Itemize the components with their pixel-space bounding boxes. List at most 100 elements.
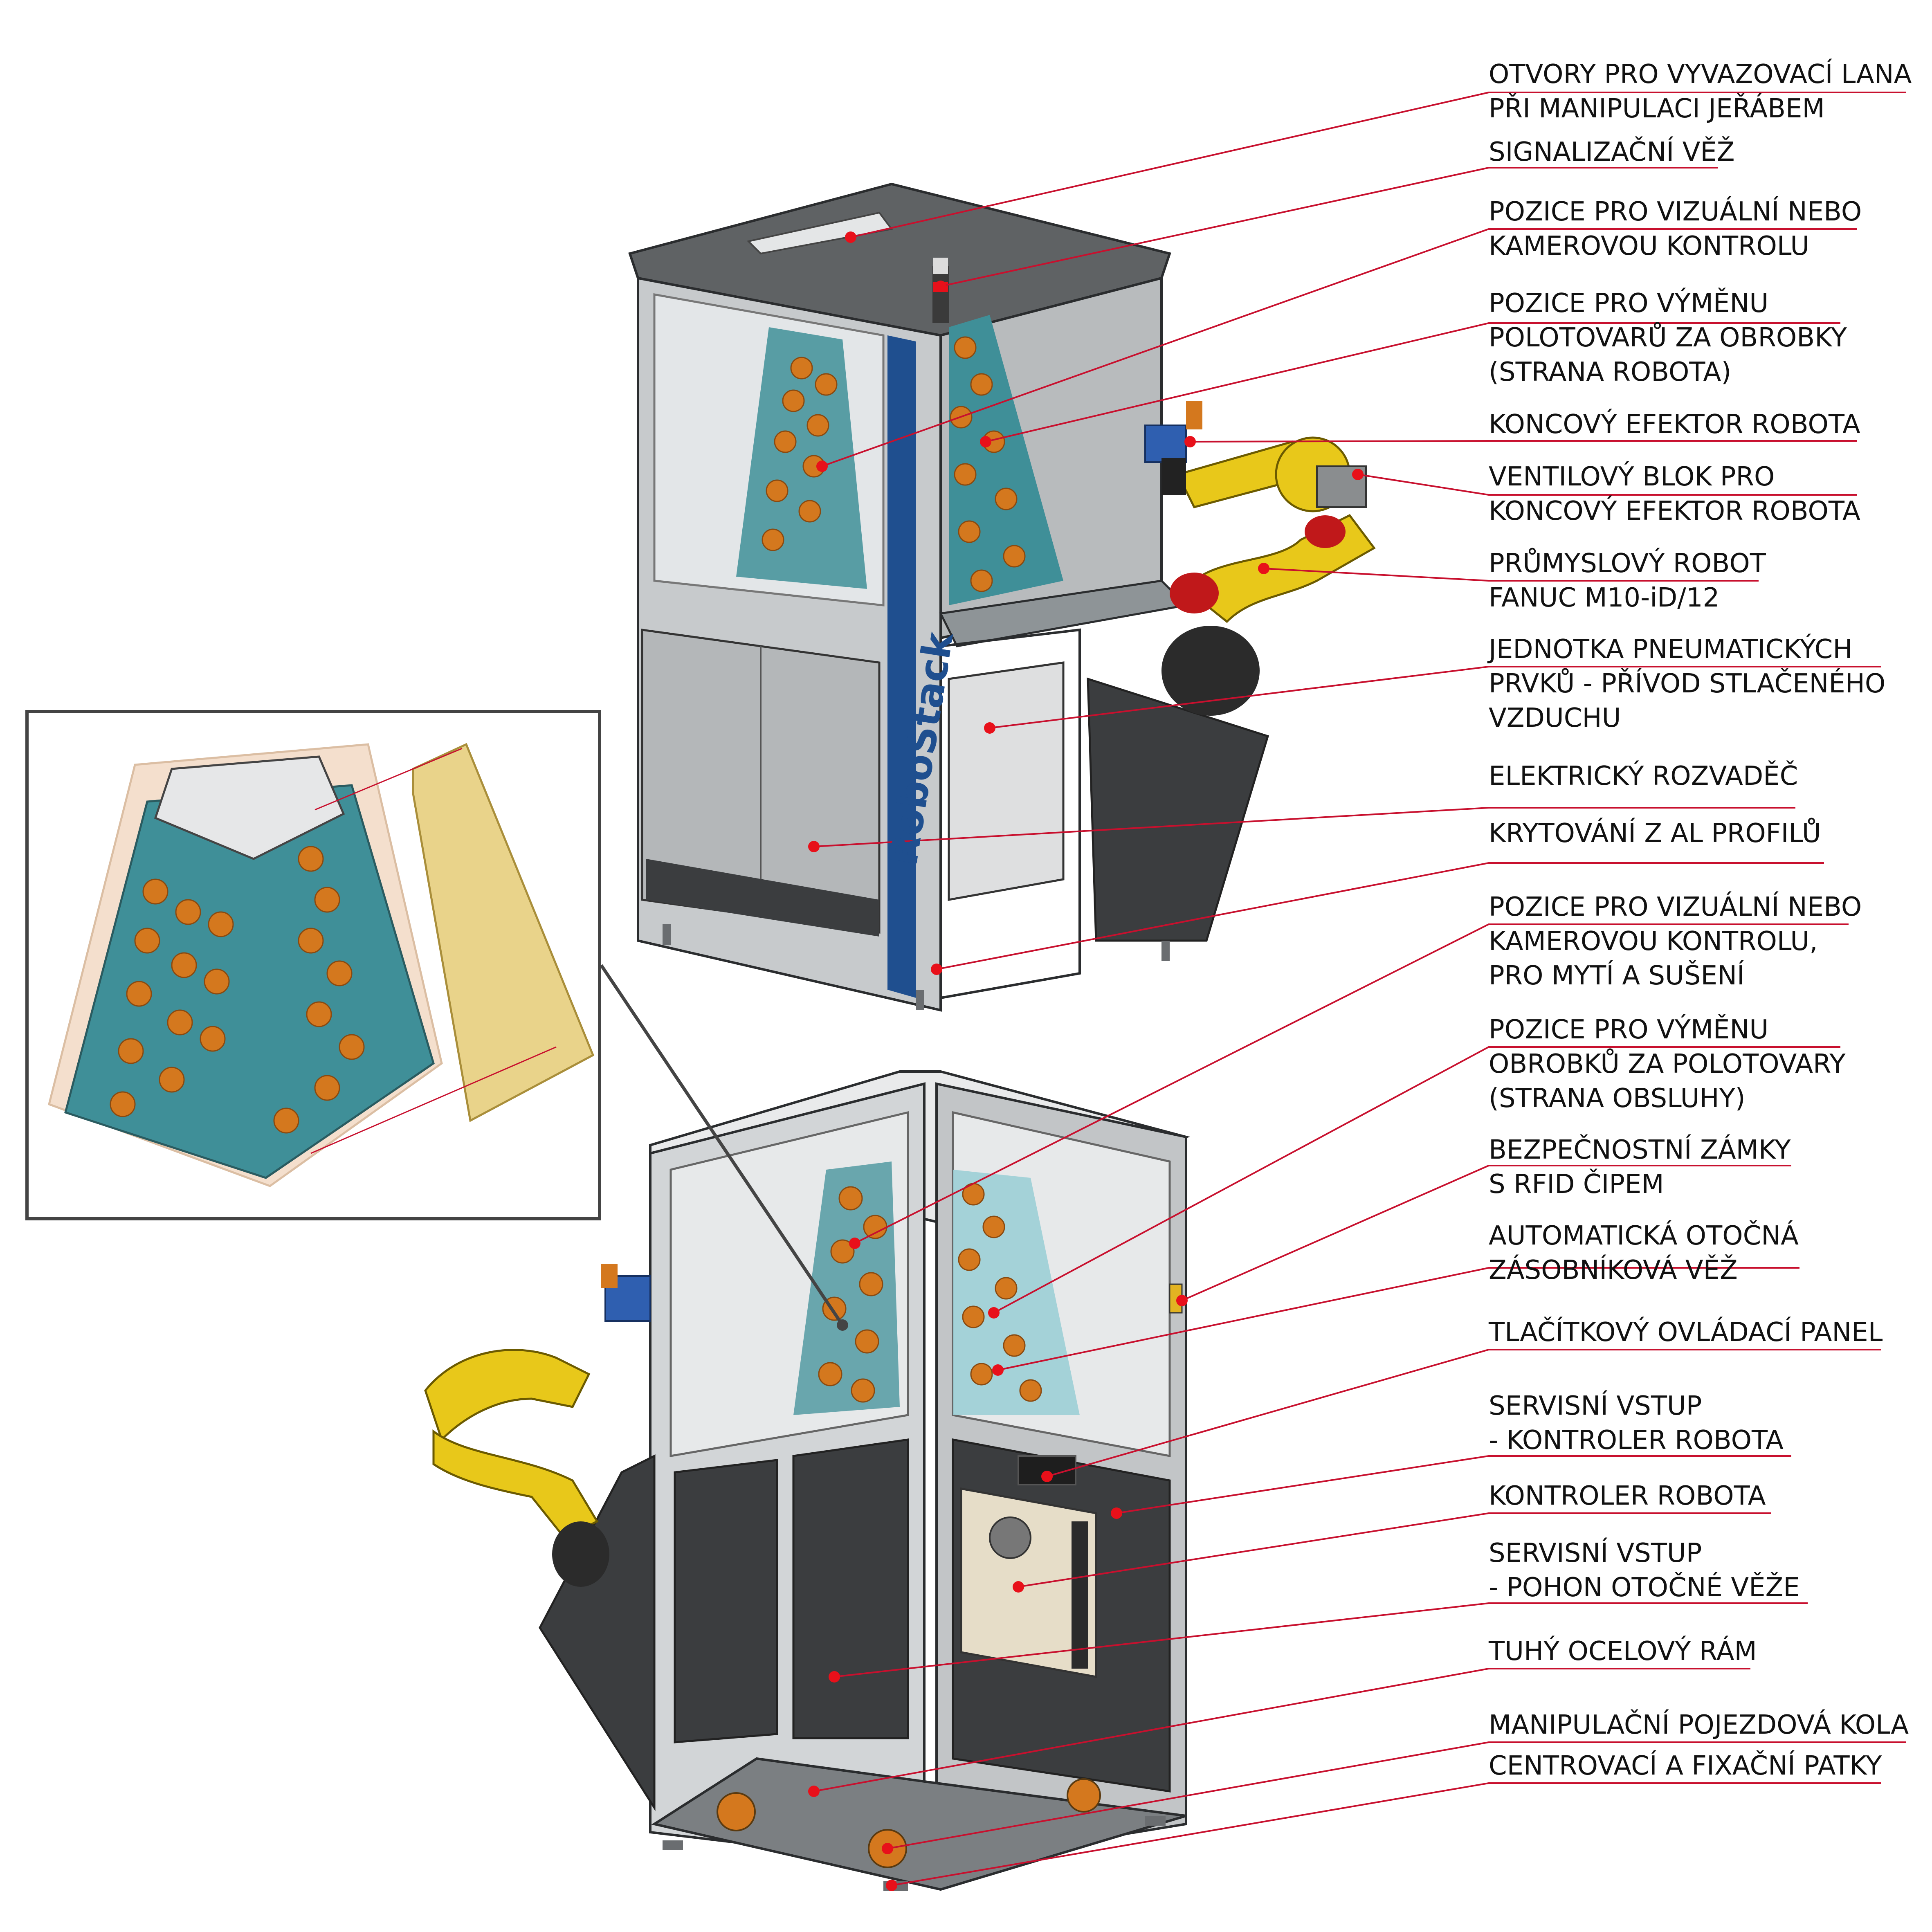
top-right-lower-frame	[939, 628, 1081, 1000]
callout-valve-block: VENTILOVÝ BLOK PRO KONCOVÝ EFEKTOR ROBOT…	[1489, 460, 1922, 528]
bottom-left-door-b	[792, 1438, 909, 1739]
robot-controller	[960, 1487, 1097, 1678]
callout-line: KONCOVÝ EFEKTOR ROBOTA	[1489, 496, 1860, 526]
callout-exchange-operator-side: POZICE PRO VÝMĚNU OBROBKŮ ZA POLOTOVARY …	[1489, 1013, 1922, 1116]
callout-line: POZICE PRO VÝMĚNU	[1489, 288, 1769, 319]
callout-line: OBROBKŮ ZA POLOTOVARY	[1489, 1049, 1846, 1079]
callout-line: PRŮMYSLOVÝ ROBOT	[1489, 548, 1766, 579]
callout-line: (STRANA ROBOTA)	[1489, 357, 1732, 387]
callout-industrial-robot: PRŮMYSLOVÝ ROBOT FANUC M10-iD/12	[1489, 546, 1922, 615]
leader-17	[1018, 1512, 1771, 1588]
top-machine	[628, 182, 1376, 1012]
rigid-steel-frame	[651, 1757, 1186, 1891]
callout-line: MANIPULAČNÍ POJEZDOVÁ KOLA	[1489, 1710, 1909, 1740]
leader-lines	[813, 92, 1906, 1886]
callout-al-profile-covering: KRYTOVÁNÍ Z AL PROFILŮ	[1489, 816, 1922, 851]
inset-tower-top	[154, 755, 345, 860]
callout-line: KONTROLER ROBOTA	[1489, 1481, 1766, 1511]
callout-line: S RFID ČIPEM	[1489, 1169, 1664, 1200]
callout-pneumatic-unit: JEDNOTKA PNEUMATICKÝCH PRVKŮ - PŘÍVOD ST…	[1489, 632, 1922, 735]
callout-line: POLOTOVARŮ ZA OBROBKY	[1489, 323, 1847, 353]
leader-16	[1116, 1455, 1791, 1514]
top-base-dark	[646, 859, 879, 937]
bottom-robot	[424, 1264, 651, 1587]
callout-vision-check: POZICE PRO VIZUÁLNÍ NEBO KAMEROVOU KONTR…	[1489, 195, 1922, 263]
leader-3	[822, 228, 1857, 467]
callout-line: TUHÝ OCELOVÝ RÁM	[1489, 1636, 1757, 1667]
callout-line: AUTOMATICKÁ OTOČNÁ	[1489, 1221, 1799, 1251]
callout-line: SIGNALIZAČNÍ VĚŽ	[1489, 137, 1735, 167]
callout-line: - KONTROLER ROBOTA	[1489, 1425, 1784, 1456]
callout-line: OTVORY PRO VYVAZOVACÍ LANA	[1489, 59, 1912, 90]
callout-line: POZICE PRO VIZUÁLNÍ NEBO	[1489, 892, 1862, 922]
top-feet	[663, 924, 1170, 1010]
callout-service-tower-drive: SERVISNÍ VSTUP - POHON OTOČNÉ VĚŽE	[1489, 1536, 1922, 1605]
callout-service-robot-controller: SERVISNÍ VSTUP - KONTROLER ROBOTA	[1489, 1389, 1922, 1458]
top-inner-tower-left	[736, 327, 867, 589]
callout-line: ELEKTRICKÝ ROZVADĚČ	[1489, 761, 1798, 791]
leader-8	[989, 666, 1881, 729]
leader-2	[940, 167, 1718, 287]
brand-strip	[887, 335, 916, 998]
robot-base-guard	[1087, 677, 1269, 942]
callout-line: ZÁSOBNÍKOVÁ VĚŽ	[1489, 1255, 1738, 1285]
callout-line: KAMEROVOU KONTROLU,	[1489, 926, 1818, 957]
callout-steel-frame: TUHÝ OCELOVÝ RÁM	[1489, 1634, 1922, 1669]
leader-19	[813, 1668, 1750, 1792]
top-robot	[1144, 401, 1376, 716]
callout-line: PRVKŮ - PŘÍVOD STLAČENÉHO	[1489, 669, 1886, 699]
bottom-machine	[424, 1070, 1191, 1891]
callout-crane-openings: OTVORY PRO VYVAZOVACÍ LANA PŘI MANIPULAC…	[1489, 57, 1922, 126]
leader-4	[985, 322, 1840, 443]
callout-centering-feet: CENTROVACÍ A FIXAČNÍ PATKY	[1489, 1749, 1922, 1783]
leader-9	[813, 807, 1795, 847]
callout-line: KONCOVÝ EFEKTOR ROBOTA	[1489, 409, 1860, 440]
leader-12	[993, 1046, 1840, 1314]
callout-line: POZICE PRO VIZUÁLNÍ NEBO	[1489, 197, 1862, 227]
callout-rfid-locks: BEZPEČNOSTNÍ ZÁMKY S RFID ČIPEM	[1489, 1133, 1922, 1202]
callout-line: KRYTOVÁNÍ Z AL PROFILŮ	[1489, 818, 1821, 849]
leader-20	[887, 1741, 1906, 1849]
callout-line: VZDUCHU	[1489, 703, 1621, 733]
callout-line: PŘI MANIPULACI JEŘÁBEM	[1489, 94, 1825, 124]
callout-line: KAMEROVOU KONTROLU	[1489, 231, 1810, 261]
callout-electrical-cabinet: ELEKTRICKÝ ROZVADĚČ	[1489, 759, 1922, 793]
callout-vision-wash-dry: POZICE PRO VIZUÁLNÍ NEBO KAMEROVOU KONTR…	[1489, 890, 1922, 993]
inset-sector-segment	[412, 743, 595, 1122]
tower-detail-inset	[25, 710, 848, 1331]
callout-line: (STRANA OBSLUHY)	[1489, 1083, 1746, 1114]
callout-line: SERVISNÍ VSTUP	[1489, 1538, 1702, 1568]
callout-signal-tower: SIGNALIZAČNÍ VĚŽ	[1489, 135, 1922, 169]
leader-18	[834, 1602, 1808, 1678]
callout-line: - POHON OTOČNÉ VĚŽE	[1489, 1573, 1800, 1603]
leader-6	[1357, 474, 1857, 496]
leader-dots	[808, 231, 1364, 1891]
leader-21	[891, 1782, 1881, 1886]
bottom-left-door-a	[674, 1459, 778, 1743]
inset-workpieces	[110, 846, 365, 1134]
leader-1	[850, 92, 1906, 238]
top-workpieces	[762, 336, 1026, 592]
callout-line: BEZPEČNOSTNÍ ZÁMKY	[1489, 1135, 1791, 1165]
callout-line: CENTROVACÍ A FIXAČNÍ PATKY	[1489, 1751, 1882, 1781]
callout-line: TLAČÍTKOVÝ OVLÁDACÍ PANEL	[1489, 1317, 1883, 1348]
leader-7	[1263, 568, 1759, 582]
bottom-workpieces	[818, 1183, 1042, 1403]
callout-rotary-tower: AUTOMATICKÁ OTOČNÁ ZÁSOBNÍKOVÁ VĚŽ	[1489, 1219, 1922, 1287]
callout-line: PRO MYTÍ A SUŠENÍ	[1489, 961, 1745, 991]
callout-line: VENTILOVÝ BLOK PRO	[1489, 462, 1775, 492]
callout-wheels: MANIPULAČNÍ POJEZDOVÁ KOLA	[1489, 1708, 1922, 1742]
roof-crane-opening	[746, 211, 893, 255]
leader-11	[854, 923, 1849, 1244]
leader-5	[1190, 440, 1857, 443]
callout-exchange-robot-side: POZICE PRO VÝMĚNU POLOTOVARŮ ZA OBROBKY …	[1489, 286, 1922, 389]
callout-button-panel: TLAČÍTKOVÝ OVLÁDACÍ PANEL	[1489, 1315, 1922, 1350]
callout-line: SERVISNÍ VSTUP	[1489, 1391, 1702, 1421]
callout-robot-controller: KONTROLER ROBOTA	[1489, 1479, 1922, 1513]
callout-end-effector: KONCOVÝ EFEKTOR ROBOTA	[1489, 407, 1922, 442]
leader-13	[1182, 1165, 1791, 1301]
callout-line: POZICE PRO VÝMĚNU	[1489, 1015, 1769, 1045]
leader-15	[1047, 1349, 1881, 1477]
